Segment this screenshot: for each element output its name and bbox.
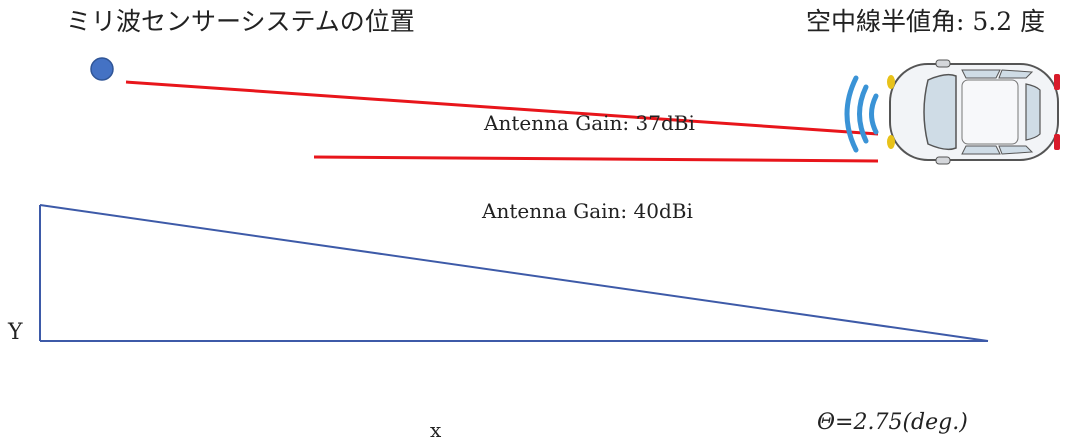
theta-angle-label: Θ=2.75(deg.) [817,410,968,435]
y-axis-label: Y [8,320,23,345]
sensor-position-label: ミリ波センサーシステムの位置 [66,7,415,36]
beam-line-upper [125,80,879,136]
beam-line-lower [313,155,879,163]
x-axis-label: x [430,418,442,442]
sensor-dot-icon [90,57,114,81]
geometry-triangle [39,204,989,342]
antenna-gain-40-label: Antenna Gain: 40dBi [482,199,693,223]
car-top-view-icon [887,59,1060,165]
triangle-hypotenuse [39,204,989,342]
antenna-gain-37-label: Antenna Gain: 37dBi [484,111,695,135]
signal-waves-icon [844,75,879,153]
antenna-beamwidth-label: 空中線半値角: 5.2 度 [806,7,1046,36]
